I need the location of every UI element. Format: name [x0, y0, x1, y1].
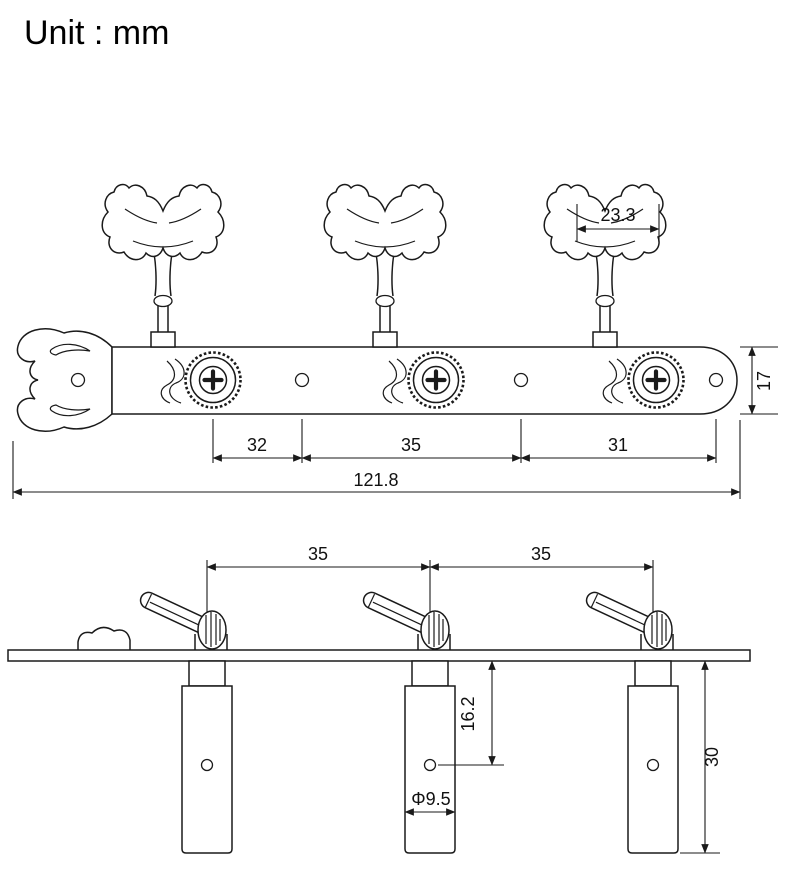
dim-button-width-label: 23.3: [600, 205, 635, 225]
string-post: [181, 660, 233, 854]
dim-side-pitch-chain: 35 35: [206, 544, 654, 612]
dim-pitch-3-label: 31: [608, 435, 628, 455]
lyre-cutout-top: [49, 343, 91, 356]
gear-screw: [409, 353, 464, 408]
gear-screw: [629, 353, 684, 408]
end-plate-side: [77, 626, 131, 650]
dim-side-pitch-2-label: 35: [531, 544, 551, 564]
tuner-stem: [372, 247, 398, 348]
screw-hole: [70, 372, 86, 388]
side-tuner-assembly: [137, 589, 228, 651]
screw-hole: [708, 372, 724, 388]
butterfly-button: [323, 183, 447, 261]
butterfly-button: [101, 183, 225, 261]
string-post: [627, 660, 679, 854]
gear-screw: [186, 353, 241, 408]
dim-hole-offset: 16.2: [438, 660, 504, 766]
dim-total-length-label: 121.8: [353, 470, 398, 490]
dim-post-length: 30: [680, 660, 722, 854]
dim-side-pitch-1-label: 35: [308, 544, 328, 564]
plate-edge: [7, 649, 751, 662]
dim-button-width: 23.3: [576, 204, 660, 242]
dim-post-diameter-label: Φ9.5: [411, 789, 450, 809]
screw-hole: [294, 372, 310, 388]
side-view: 35 35 16.2 Φ9.5 30: [7, 544, 751, 854]
dim-post-length-label: 30: [702, 747, 722, 767]
top-view: 23.3 17 32 35 31 121.8: [12, 183, 778, 499]
tuner-stem: [592, 247, 618, 348]
dim-total-length: 121.8: [12, 420, 741, 499]
lyre-end-plate: [16, 328, 113, 432]
tuner-stem: [150, 247, 176, 348]
dim-post-diameter: Φ9.5: [404, 789, 456, 816]
dim-pitch-2-label: 35: [401, 435, 421, 455]
dim-pitch-1-label: 32: [247, 435, 267, 455]
dim-plate-width: 17: [740, 346, 778, 415]
lyre-cutout-bottom: [49, 404, 91, 417]
unit-label: Unit : mm: [24, 14, 169, 52]
dim-pitch-chain: 32 35 31: [212, 419, 717, 463]
string-post: [404, 660, 456, 854]
screw-hole: [513, 372, 529, 388]
side-tuner-assembly: [360, 589, 451, 651]
side-tuner-assembly: [583, 589, 674, 651]
dim-plate-width-label: 17: [754, 371, 774, 391]
dim-hole-offset-label: 16.2: [458, 696, 478, 731]
